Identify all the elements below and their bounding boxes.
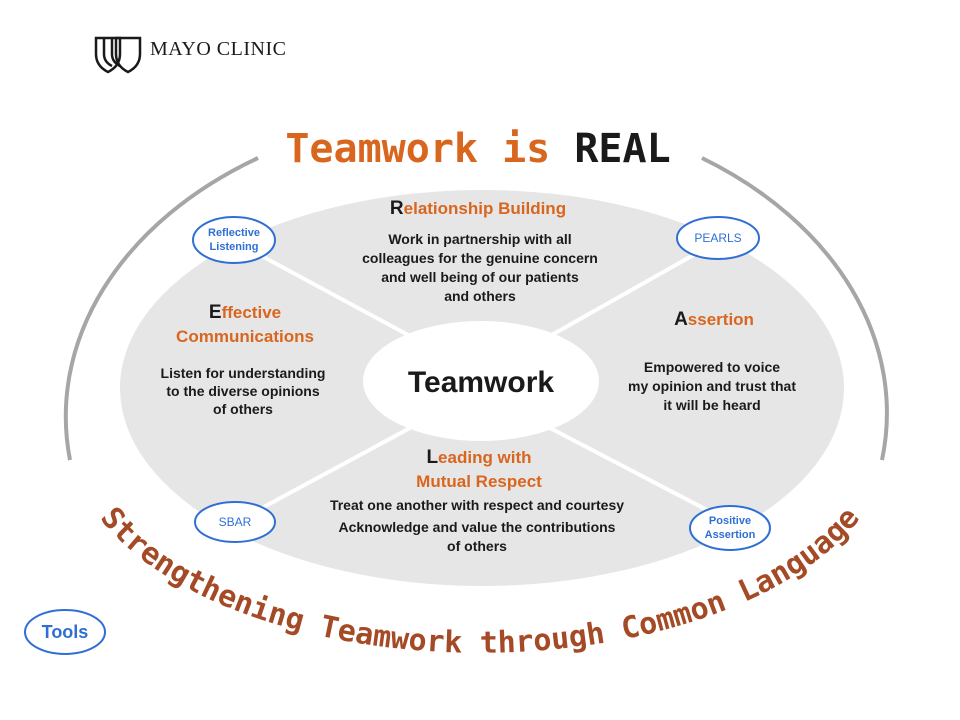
relationship-rest: elationship Building (404, 199, 566, 218)
effective-heading-2: Communications (176, 327, 314, 346)
assertion-body-3: it will be heard (663, 397, 760, 413)
section-leading: Leading with Mutual Respect Treat one an… (330, 447, 624, 554)
leading-heading-2: Mutual Respect (416, 472, 542, 491)
relationship-body-1: Work in partnership with all (388, 231, 571, 247)
divider-bottom-right (549, 426, 731, 524)
tools-button-label: Tools (42, 622, 89, 642)
relationship-cap: R (390, 198, 404, 219)
effective-body-1: Listen for understanding (161, 365, 326, 381)
positive-line-2: Assertion (705, 529, 756, 541)
tool-reflective-listening[interactable]: Reflective Listening (192, 216, 276, 264)
sbar-label: SBAR (219, 515, 252, 529)
effective-heading-1: Effective (209, 302, 281, 323)
center-ellipse (363, 321, 599, 441)
relationship-body-4: and others (444, 288, 516, 304)
mayo-clinic-logo: MAYO CLINIC (94, 36, 286, 74)
section-effective: Effective Communications Listen for unde… (161, 302, 326, 417)
outer-arc-left (63, 156, 259, 461)
positive-line-1: Positive (709, 515, 751, 527)
effective-cap: E (209, 302, 222, 323)
relationship-heading: Relationship Building (390, 198, 566, 219)
assertion-rest: ssertion (688, 310, 754, 329)
reflective-line-2: Listening (210, 241, 259, 253)
tools-button[interactable]: Tools (24, 609, 106, 655)
effective-body-2: to the diverse opinions (166, 383, 319, 399)
shield-logo-icon (94, 36, 142, 74)
title-part2: REAL (574, 126, 670, 172)
section-relationship: Relationship Building Work in partnershi… (362, 198, 598, 304)
title-part1: Teamwork is (285, 126, 574, 172)
leading-rest1: eading with (438, 448, 532, 467)
title: Teamwork is REAL (285, 126, 670, 172)
relationship-body-3: and well being of our patients (381, 269, 579, 285)
title-text: Teamwork is REAL (285, 126, 670, 172)
leading-cap: L (426, 447, 438, 468)
assertion-heading: Assertion (674, 309, 754, 330)
tool-sbar[interactable]: SBAR (194, 501, 276, 543)
center-label: Teamwork (408, 366, 554, 399)
relationship-body-2: colleagues for the genuine concern (362, 250, 598, 266)
leading-body-2: Acknowledge and value the contributions (339, 519, 616, 535)
logo-text: MAYO CLINIC (150, 38, 286, 60)
tool-positive-assertion[interactable]: Positive Assertion (689, 505, 771, 551)
pearls-label: PEARLS (694, 231, 741, 245)
divider-top-right (549, 238, 721, 338)
divider-bottom-left (235, 426, 411, 524)
leading-heading-1: Leading with (426, 447, 531, 468)
effective-rest1: ffective (222, 303, 282, 322)
tool-pearls[interactable]: PEARLS (676, 216, 760, 260)
section-assertion: Assertion Empowered to voice my opinion … (628, 309, 796, 413)
effective-body-3: of others (213, 401, 273, 417)
outer-arc-right (701, 156, 889, 461)
assertion-body-1: Empowered to voice (644, 359, 780, 375)
assertion-body-2: my opinion and trust that (628, 378, 796, 394)
assertion-cap: A (674, 309, 688, 330)
reflective-line-1: Reflective (208, 227, 260, 239)
leading-body-3: of others (447, 538, 507, 554)
leading-body-1: Treat one another with respect and court… (330, 497, 624, 513)
